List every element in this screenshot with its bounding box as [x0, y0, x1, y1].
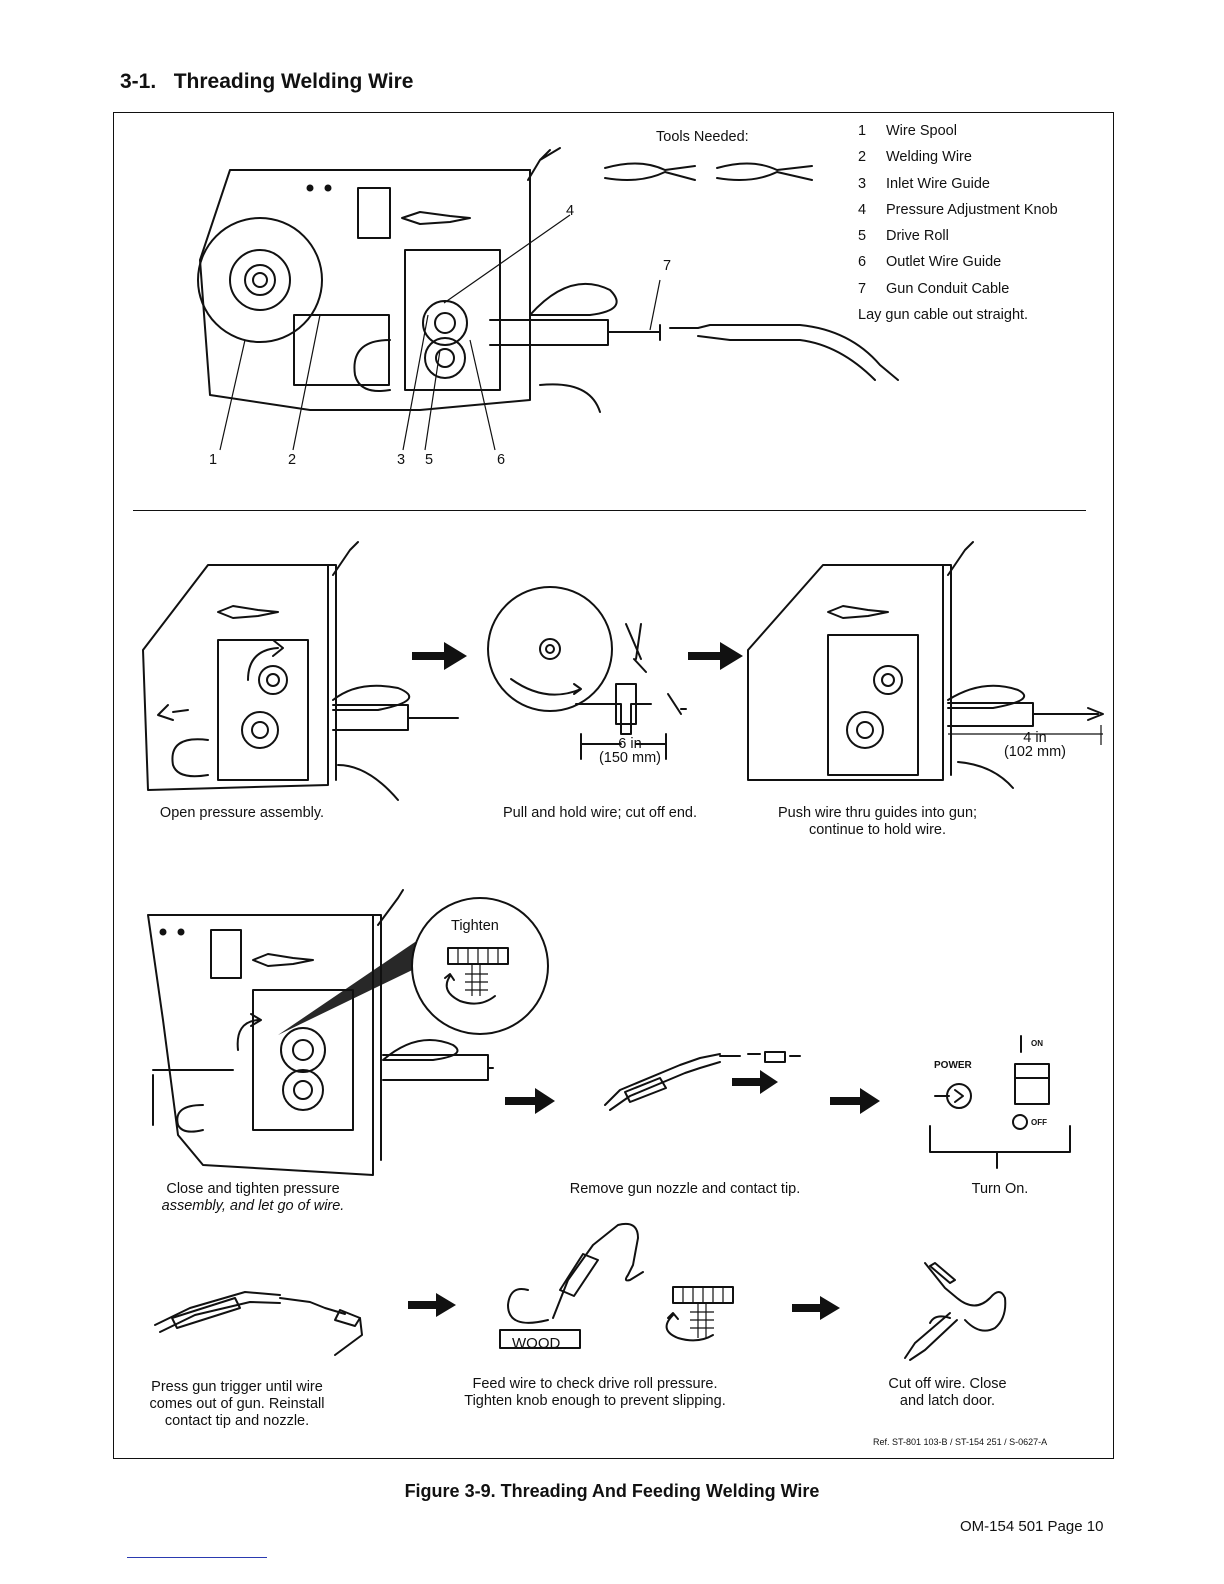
step-open-caption: Open pressure assembly.: [159, 805, 325, 821]
figure-frame: [113, 112, 1114, 1459]
section-title: 3-1. Threading Welding Wire: [120, 70, 413, 94]
open-pressure-assembly-illustration: [142, 541, 459, 801]
tighten-label: Tighten: [451, 918, 499, 934]
push-wire-illustration: [747, 541, 1104, 789]
six-inch-dimension: 6 in (150 mm): [598, 736, 662, 766]
callout-7: 7: [663, 258, 672, 274]
wire-spool-cut-illustration: [487, 586, 687, 760]
power-switch-illustration: [929, 1035, 1071, 1169]
wood-label: WOOD: [512, 1335, 561, 1352]
off-label: OFF: [1031, 1118, 1047, 1127]
arrow-icon: [688, 642, 743, 670]
tighten-magnifier-circle: [411, 897, 549, 1035]
callout-3: 3: [397, 452, 406, 468]
step-cut-caption: Cut off wire. Close and latch door.: [888, 1376, 1007, 1409]
callout-2: 2: [288, 452, 297, 468]
legend-note: Lay gun cable out straight.: [858, 307, 1029, 324]
close-tighten-illustration: [147, 889, 494, 1176]
four-inch-dimension: 4 in (102 mm): [1003, 730, 1067, 760]
callout-5: 5: [425, 452, 434, 468]
step-press-caption: Press gun trigger until wire comes out o…: [149, 1379, 325, 1429]
figure-caption: Figure 3-9. Threading And Feeding Weldin…: [404, 1481, 820, 1501]
step-remove-caption: Remove gun nozzle and contact tip.: [569, 1181, 801, 1197]
on-label: ON: [1031, 1039, 1043, 1048]
page-number: OM-154 501 Page 10: [960, 1518, 1104, 1535]
section-title-text: Threading Welding Wire: [173, 70, 414, 93]
arrow-icon: [830, 1088, 880, 1114]
footnote-rule: [127, 1557, 267, 1558]
step-close-caption: Close and tighten pressure assembly, and…: [161, 1181, 345, 1214]
gun-nozzle-removal-illustration: [604, 1051, 801, 1111]
step-pull-caption: Pull and hold wire; cut off end.: [503, 805, 697, 821]
step-feed-caption: Feed wire to check drive roll pressure. …: [464, 1376, 726, 1409]
step-push-caption: Push wire thru guides into gun; continue…: [777, 805, 978, 838]
wire-cutters-icon: [716, 162, 813, 181]
arrow-icon: [412, 642, 467, 670]
callout-1: 1: [209, 452, 218, 468]
arrow-icon: [408, 1293, 456, 1317]
arrow-icon: [792, 1296, 840, 1320]
power-label: POWER: [934, 1060, 972, 1071]
section-number: 3-1.: [120, 70, 157, 93]
arrow-icon: [505, 1088, 555, 1114]
pliers-icon: [604, 162, 696, 181]
callout-6: 6: [497, 452, 506, 468]
tools-needed-label: Tools Needed:: [656, 129, 749, 145]
feed-wire-illustration: [499, 1222, 734, 1349]
wire-feeder-overview-illustration: [197, 147, 899, 451]
press-trigger-illustration: [154, 1291, 363, 1356]
figure-divider: [133, 510, 1086, 511]
reference-note: Ref. ST-801 103-B / ST-154 251 / S-0627-…: [873, 1437, 1048, 1447]
cut-wire-illustration: [904, 1262, 1007, 1361]
step-turn-on-caption: Turn On.: [971, 1181, 1029, 1197]
callout-4: 4: [566, 203, 575, 219]
